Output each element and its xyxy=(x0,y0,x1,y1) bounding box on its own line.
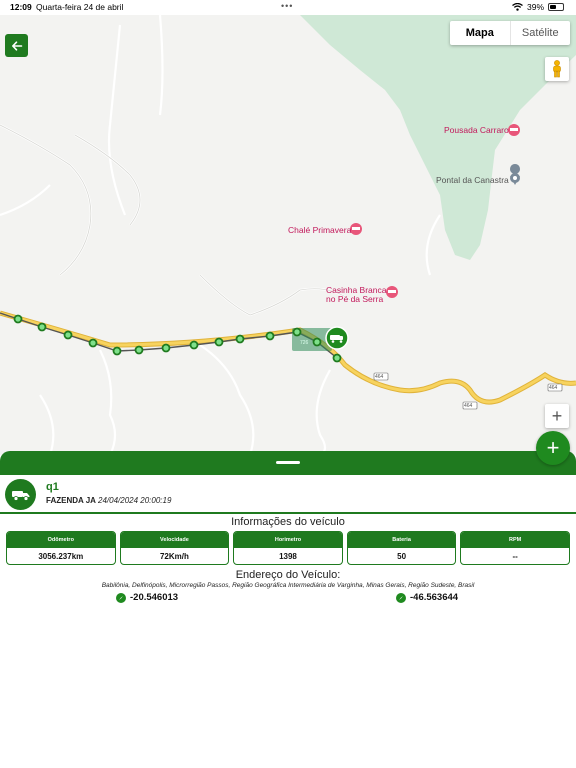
poi-label[interactable]: Chalé Primavera xyxy=(288,225,352,235)
vehicle-summary: q1 FAZENDA JA 24/04/2024 20:00:19 xyxy=(0,476,576,514)
road-label: 464 xyxy=(375,374,384,380)
pegman-icon xyxy=(553,60,561,78)
park-area xyxy=(300,15,576,260)
card-label: Bateria xyxy=(347,532,456,548)
map-type-toggle: Mapa Satélite xyxy=(450,21,570,45)
latitude-row: -20.546013 xyxy=(116,592,178,603)
info-card-odometer: Odômetro 3056.237km xyxy=(6,531,116,565)
drag-handle[interactable] xyxy=(276,461,300,464)
status-time: 12:09 xyxy=(10,2,32,12)
info-card-speed: Velocidade 72Km/h xyxy=(119,531,230,565)
card-label: Odômetro xyxy=(7,532,115,548)
vehicle-timestamp: 24/04/2024 20:00:19 xyxy=(98,496,172,505)
battery-icon xyxy=(548,3,564,11)
card-value: 1398 xyxy=(279,551,297,561)
road-label: 464 xyxy=(549,385,558,391)
highway-464 xyxy=(0,310,576,405)
vehicle-highlight-area xyxy=(292,328,332,351)
poi-label[interactable]: Pousada Carraro xyxy=(444,125,509,135)
add-fab-button[interactable]: + xyxy=(536,431,570,465)
compass-icon xyxy=(116,592,126,603)
status-right: 39% xyxy=(512,2,564,12)
info-card-hourmeter: Horimetro 1398 xyxy=(233,531,343,565)
vehicle-name: q1 xyxy=(46,481,59,493)
poi-label[interactable]: Casinha Branca xyxy=(326,285,387,295)
longitude-row: -46.563644 xyxy=(396,592,458,603)
battery-percent: 39% xyxy=(526,2,544,12)
info-cards: Odômetro 3056.237km Velocidade 72Km/h Ho… xyxy=(6,531,570,565)
card-value: 50 xyxy=(397,551,407,561)
map-type-satellite-button[interactable]: Satélite xyxy=(521,27,559,39)
address-title: Endereço do Veículo: xyxy=(235,569,341,581)
vehicle-marker-icon xyxy=(325,326,349,350)
latitude-value: -20.546013 xyxy=(130,592,179,603)
card-label: Horimetro xyxy=(234,532,342,548)
card-value: 72Km/h xyxy=(159,551,189,561)
map-view[interactable]: 464 464 464 726 Pousada Carraro Pontal d… xyxy=(0,15,576,455)
address-text: Babilônia, Delfinópolis, Microrregião Pa… xyxy=(101,582,475,589)
arrow-left-icon xyxy=(11,40,22,51)
card-value: -- xyxy=(512,551,518,561)
poi-icons xyxy=(350,124,521,298)
multitasking-dots-icon[interactable]: ••• xyxy=(281,1,294,11)
card-label: RPM xyxy=(461,532,569,548)
back-button[interactable] xyxy=(5,34,28,57)
map-type-map-button[interactable]: Mapa xyxy=(450,21,511,45)
status-date: Quarta-feira 24 de abril xyxy=(36,2,124,12)
road-label: 726 xyxy=(300,340,309,346)
map-canvas xyxy=(0,15,576,455)
poi-label[interactable]: no Pé da Serra xyxy=(326,294,384,304)
zoom-in-button[interactable]: + xyxy=(545,404,569,428)
bottom-sheet-header[interactable] xyxy=(0,451,576,475)
road-label: 464 xyxy=(464,403,473,409)
info-title: Informações do veículo xyxy=(231,516,345,528)
info-card-rpm: RPM -- xyxy=(460,531,570,565)
info-card-battery: Bateria 50 xyxy=(346,531,457,565)
card-value: 3056.237km xyxy=(38,551,84,561)
compass-icon xyxy=(396,592,406,603)
poi-label[interactable]: Pontal da Canastra xyxy=(436,175,509,185)
vehicle-group: FAZENDA JA xyxy=(46,496,96,505)
wifi-icon xyxy=(512,3,523,11)
longitude-value: -46.563644 xyxy=(410,592,459,603)
street-view-button[interactable] xyxy=(545,57,569,81)
card-label: Velocidade xyxy=(120,532,229,548)
truck-icon xyxy=(5,479,36,510)
status-bar: 12:09 Quarta-feira 24 de abril ••• 39% xyxy=(0,0,576,15)
